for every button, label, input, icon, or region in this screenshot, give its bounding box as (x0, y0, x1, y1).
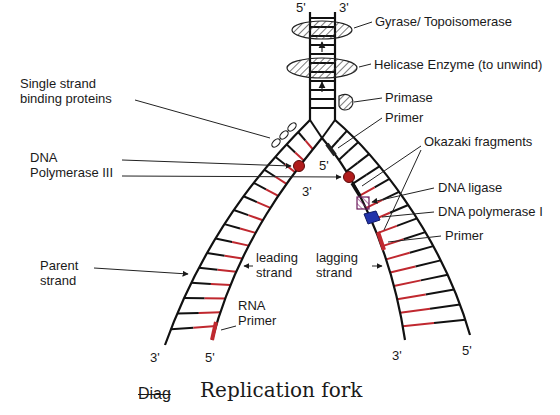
base-pair-rung (184, 297, 205, 299)
base-pair-rung (275, 157, 285, 165)
label: 3' (302, 184, 312, 199)
base-pair-rung (415, 260, 440, 266)
label: Primer (385, 110, 423, 125)
base-pair-rung (193, 326, 216, 328)
base-pair-rung (177, 312, 199, 315)
label: 3' (339, 0, 349, 15)
base-pair-rung (248, 215, 263, 220)
base-pair-rung (216, 238, 233, 242)
base-pair-rung (199, 268, 218, 270)
label: 5' (319, 158, 329, 173)
base-pair-rung (426, 290, 454, 295)
base-pair-rung (310, 98, 335, 100)
base-pair-rung (375, 179, 390, 187)
base-pair-rung (266, 189, 278, 195)
label: 3' (150, 350, 160, 365)
label: Primer (445, 228, 483, 243)
base-pair-rung (310, 107, 335, 109)
base-pair-rung (199, 311, 221, 314)
base-pair-rung (257, 202, 270, 208)
label: Parent strand (40, 258, 94, 288)
base-pair-rung (348, 142, 358, 151)
base-pair-rung (421, 275, 448, 281)
label: Okazaki fragments (424, 134, 532, 149)
base-pair-rung (366, 166, 379, 175)
label: RNA Primer (238, 298, 286, 328)
base-pair-rung (240, 228, 256, 232)
base-pair-rung (434, 320, 465, 323)
label: 5' (296, 0, 306, 15)
base-pair-rung (224, 224, 240, 228)
label: DNA polymerase I (438, 204, 543, 219)
base-pair-rung (430, 304, 460, 308)
label: Primase (385, 90, 433, 105)
base-pair-rung (211, 284, 231, 285)
base-pair-rung (225, 256, 243, 259)
base-pair-rung (287, 144, 296, 152)
label: 5' (462, 343, 472, 358)
base-pair-rung (386, 253, 410, 260)
base-pair-rung (390, 266, 415, 272)
base-pair-rung (410, 246, 434, 253)
base-pair-rung (218, 270, 237, 272)
base-pair-rung (397, 294, 425, 299)
base-pair-rung (254, 183, 266, 189)
base-pair-rung (339, 131, 347, 140)
base-pair-rung (234, 210, 249, 215)
base-pair-rung (191, 283, 211, 284)
label: 5' (205, 350, 215, 365)
base-pair-rung (353, 175, 366, 184)
caption: Replication fork (200, 378, 362, 402)
base-pair-rung (244, 196, 257, 202)
base-pair-rung (403, 323, 434, 326)
base-pair-rung (275, 177, 286, 184)
label: Single strand binding proteins (20, 76, 134, 106)
label: Gyrase/ Topoisomerase (375, 14, 512, 29)
base-pair-rung (400, 309, 430, 313)
label: DNA Polymerase III (30, 150, 122, 180)
label: 3' (392, 348, 402, 363)
base-pair-rung (394, 280, 421, 286)
label: leading strand (256, 250, 310, 280)
base-pair-rung (310, 17, 335, 19)
base-pair-rung (171, 328, 194, 330)
base-pair-rung (264, 170, 275, 177)
base-pair-rung (310, 80, 335, 82)
base-pair-rung (298, 132, 305, 141)
base-pair-rung (360, 187, 375, 195)
base-pair-rung (397, 218, 417, 225)
label: Helicase Enzyme (to unwind) (374, 57, 542, 72)
label: DNA ligase (438, 180, 502, 195)
label: Diag (138, 386, 171, 401)
base-pair-rung (358, 154, 369, 163)
base-pair-rung (310, 53, 335, 55)
base-pair-rung (305, 141, 312, 150)
base-pair-rung (295, 152, 304, 160)
base-pair-rung (207, 253, 225, 256)
base-pair-rung (346, 163, 357, 172)
base-pair-rung (232, 242, 249, 246)
label: lagging strand (316, 250, 370, 280)
base-pair-rung (205, 297, 226, 299)
base-pair-rung (339, 151, 349, 160)
